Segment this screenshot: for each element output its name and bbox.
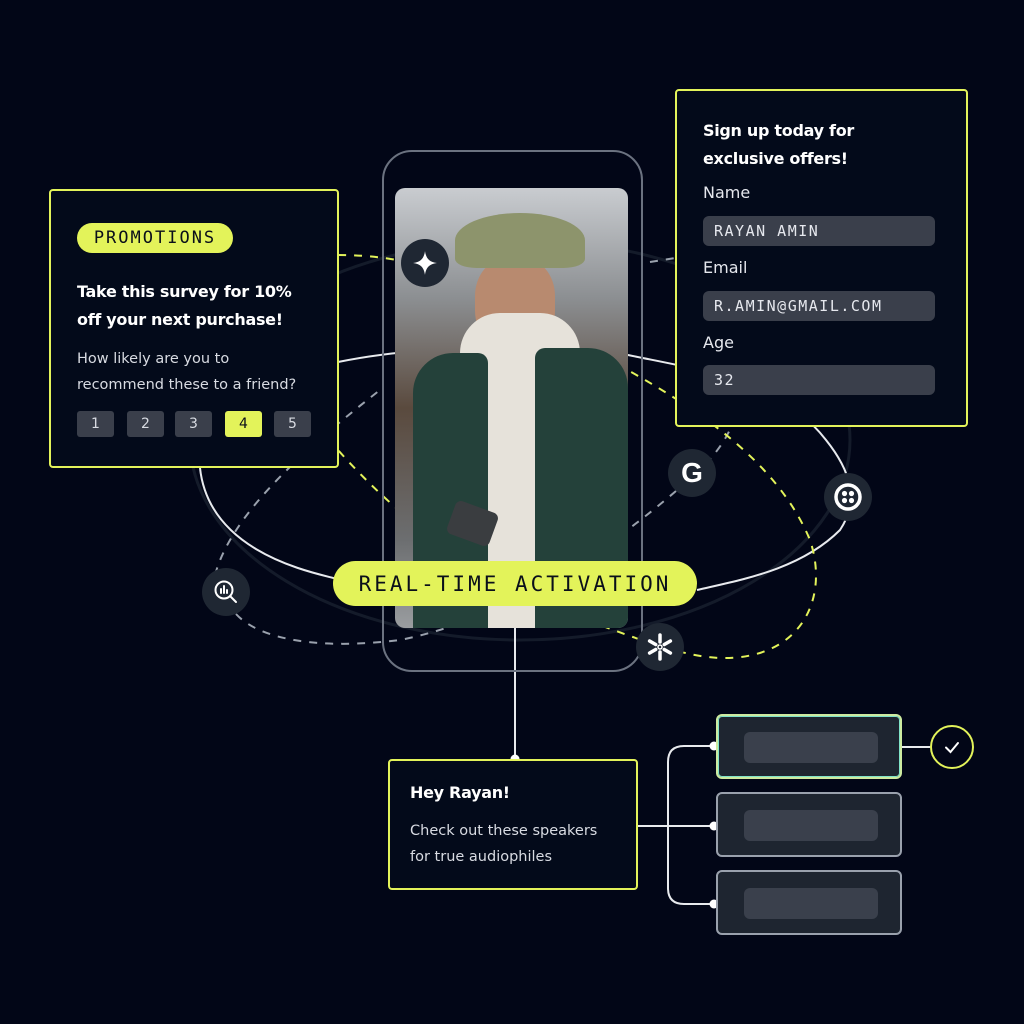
option-placeholder-bar bbox=[744, 732, 878, 763]
check-icon bbox=[930, 725, 974, 769]
signup-title-line1: Sign up today for bbox=[703, 121, 854, 140]
email-field[interactable]: R.AMIN@GMAIL.COM bbox=[703, 291, 935, 321]
message-body-line1: Check out these speakers bbox=[410, 823, 598, 839]
rating-1[interactable]: 1 bbox=[77, 411, 114, 437]
twilio-icon bbox=[824, 473, 872, 521]
orbit-left bbox=[199, 467, 341, 581]
age-field[interactable]: 32 bbox=[703, 365, 935, 395]
promotions-badge: PROMOTIONS bbox=[77, 223, 233, 253]
rating-3[interactable]: 3 bbox=[175, 411, 212, 437]
name-label: Name bbox=[703, 183, 751, 202]
option-2[interactable] bbox=[716, 792, 902, 857]
rating-4-selected[interactable]: 4 bbox=[225, 411, 262, 437]
option-3[interactable] bbox=[716, 870, 902, 935]
signup-title-line2: exclusive offers! bbox=[703, 149, 848, 168]
message-title: Hey Rayan! bbox=[410, 783, 510, 802]
age-label: Age bbox=[703, 333, 734, 352]
orbit-gray-dashed-top bbox=[649, 257, 676, 263]
name-field[interactable]: RAYAN AMIN bbox=[703, 216, 935, 246]
rating-2[interactable]: 2 bbox=[127, 411, 164, 437]
phone-frame bbox=[382, 150, 643, 672]
message-card: Hey Rayan! Check out these speakers for … bbox=[388, 759, 638, 890]
message-body-line2: for true audiophiles bbox=[410, 849, 553, 865]
google-icon: G bbox=[668, 449, 716, 497]
orbit-gray-dashed-left bbox=[214, 389, 381, 576]
analytics-search-icon bbox=[202, 568, 250, 616]
survey-question-line2: recommend these to a friend? bbox=[77, 377, 297, 393]
option-placeholder-bar bbox=[744, 888, 878, 919]
snowflake-icon bbox=[636, 623, 684, 671]
promo-title-line2: off your next purchase! bbox=[77, 310, 283, 329]
sparkle-icon bbox=[401, 239, 449, 287]
real-time-activation-badge: REAL-TIME ACTIVATION bbox=[333, 561, 697, 606]
promo-title-line1: Take this survey for 10% bbox=[77, 282, 292, 301]
email-label: Email bbox=[703, 258, 748, 277]
option-placeholder-bar bbox=[744, 810, 878, 841]
option-selected[interactable] bbox=[716, 714, 902, 779]
signup-card: Sign up today for exclusive offers! Name… bbox=[675, 89, 968, 427]
options-bracket bbox=[667, 745, 716, 905]
promotions-card: PROMOTIONS Take this survey for 10% off … bbox=[49, 189, 339, 468]
rating-5[interactable]: 5 bbox=[274, 411, 311, 437]
survey-question-line1: How likely are you to bbox=[77, 351, 230, 367]
